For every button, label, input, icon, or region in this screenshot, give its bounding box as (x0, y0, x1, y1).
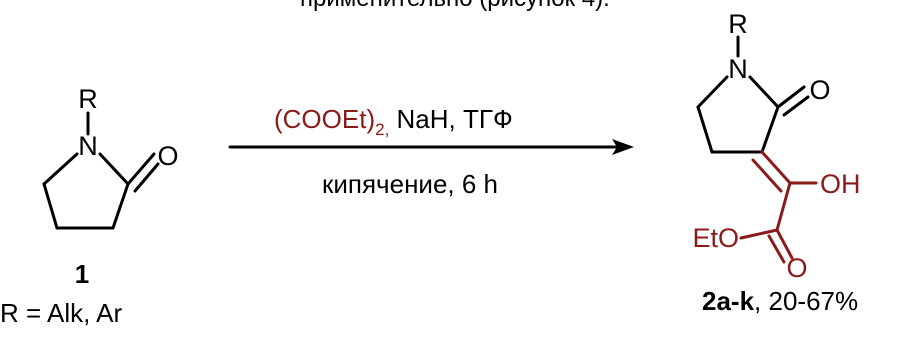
bond-c2-n (98, 152, 130, 186)
reagent-subscript: 2, (375, 120, 389, 139)
product-atom-oh: OH (820, 169, 861, 199)
bond-cester-o-2 (767, 234, 786, 264)
product-atom-n: N (728, 54, 748, 84)
reactant-structure: R N O (42, 84, 179, 230)
product-atom-eto: EtO (692, 223, 739, 253)
reactant-atom-n: N (78, 131, 98, 161)
bond-cester-oet (739, 228, 779, 240)
reagent-rest: NaH, ТГФ (389, 104, 512, 134)
reactant-substituents: R = Alk, Ar (0, 298, 122, 328)
product-atom-r: R (728, 9, 748, 39)
bond-c3-c2 (760, 105, 780, 154)
bond-n-c5 (42, 152, 79, 186)
bond-cester-o-1 (775, 228, 794, 260)
bond-c2-o-2 (782, 95, 810, 117)
bond-c2-o-1 (776, 85, 806, 109)
product-atom-o-ring: O (809, 75, 830, 105)
bond-c2-o-2 (133, 162, 160, 193)
product-atom-o-ester: O (786, 253, 807, 283)
product-structure: R N O OH EtO O (692, 9, 860, 283)
bond-c5-c4 (42, 182, 59, 230)
reactant-atom-o: O (157, 141, 178, 171)
reaction-arrow (228, 139, 634, 155)
product-label-yield: , 20-67% (754, 286, 858, 316)
bond-exo-cc-2 (751, 158, 783, 193)
product-label-compound: 2a-k (702, 286, 755, 316)
reactant-atom-r: R (78, 84, 98, 114)
bond-c5-c4 (696, 105, 714, 154)
bond-c3-c2 (111, 182, 130, 230)
bond-c2-n (748, 75, 780, 109)
header-text: применительно (рисунок 4). (300, 0, 610, 12)
reactant-number: 1 (75, 259, 89, 289)
product-label: 2a-k, 20-67% (702, 286, 858, 316)
arrow-head (612, 139, 634, 155)
conditions-above: (COOEt)2, NaH, ТГФ (274, 104, 513, 139)
bond-c2-o-1 (126, 152, 156, 186)
bond-c-cester (775, 181, 792, 232)
reagent-diethyl-oxalate: (COOEt) (274, 104, 375, 134)
conditions-below: кипячение, 6 h (322, 169, 498, 199)
bond-exo-cc-1 (760, 150, 792, 185)
bond-n-c5 (696, 75, 729, 109)
